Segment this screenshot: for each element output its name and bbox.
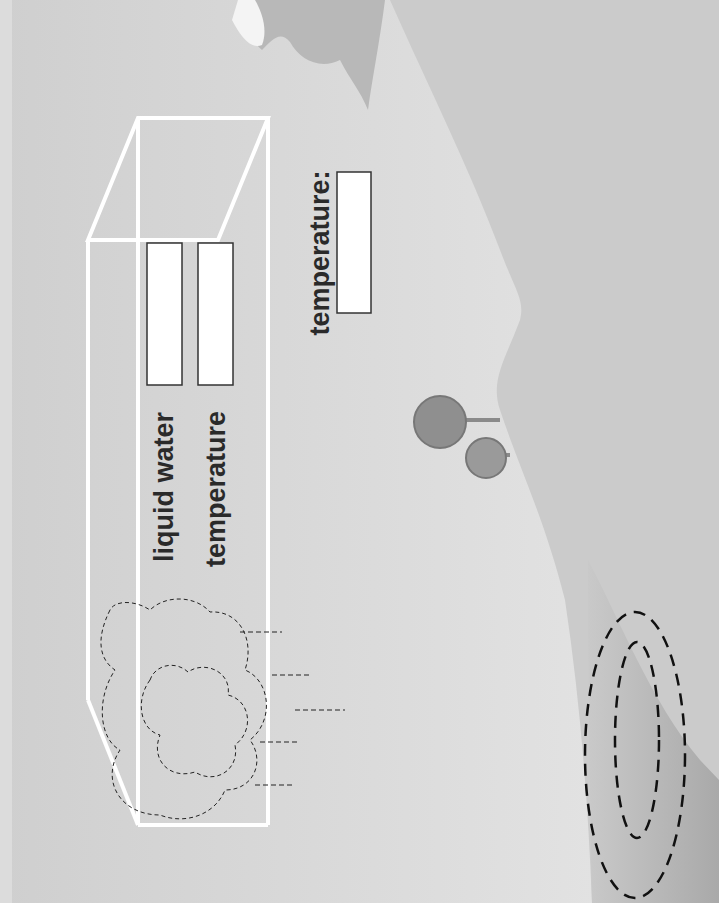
land [390,0,719,903]
label-text: liquid water [149,412,180,562]
trees [414,396,510,478]
snow-cap [232,0,264,46]
label-text: temperature [201,411,232,567]
prism-outline [88,118,268,825]
margin-strip [0,0,12,903]
rain-lines [240,632,345,785]
label-text: temperature: [305,170,336,335]
evaporation-ellipses [585,612,685,898]
answer-blanks [147,172,371,385]
sea [588,560,719,903]
